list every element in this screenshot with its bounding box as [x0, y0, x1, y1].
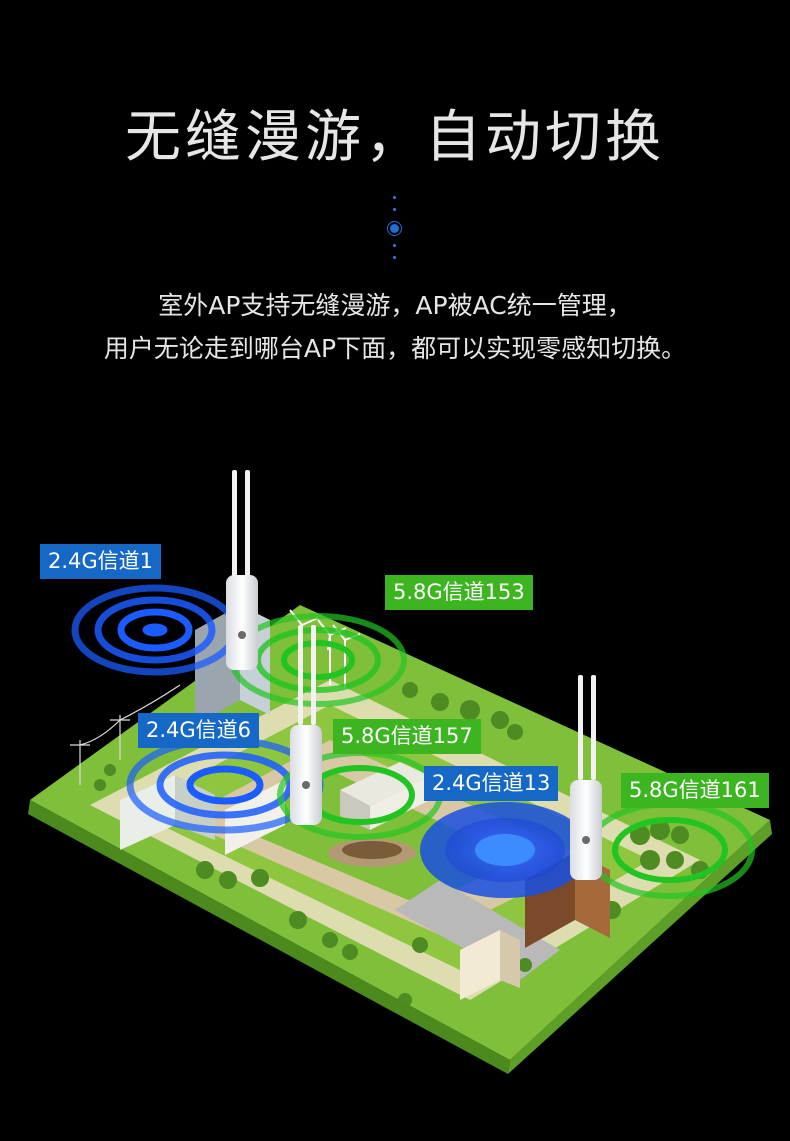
page-title: 无缝漫游，自动切换 [125, 105, 665, 170]
channel-label-ap1-58g: 5.8G信道153 [385, 575, 533, 610]
description-line-2: 用户无论走到哪台AP下面，都可以实现零感知切换。 [103, 334, 687, 363]
antenna-icon [232, 470, 237, 580]
wifi-wave-icon [71, 584, 239, 676]
antenna-icon [245, 470, 250, 580]
tree-icon [94, 682, 709, 1007]
wifi-wave-icon [420, 802, 590, 898]
channel-label-ap1-24g: 2.4G信道1 [40, 544, 162, 579]
power-line [70, 684, 181, 785]
channel-label-ap2-58g: 5.8G信道157 [333, 719, 481, 754]
antenna-icon [578, 675, 583, 780]
antenna-icon [298, 625, 303, 725]
divider-dots [389, 196, 401, 262]
channel-label-ap3-58g: 5.8G信道161 [621, 773, 769, 808]
channel-label-ap3-24g: 2.4G信道13 [424, 766, 559, 801]
outdoor-ap-icon [226, 470, 258, 670]
outdoor-ap-icon [290, 625, 322, 825]
antenna-icon [311, 625, 316, 725]
antenna-icon [591, 675, 596, 780]
description-line-1: 室外AP支持无缝漫游，AP被AC统一管理， [158, 291, 632, 320]
outdoor-ap-icon [570, 675, 602, 880]
campus-illustration: 2.4G信道1 5.8G信道153 2.4G信道6 5.8G信道157 2.4G… [0, 440, 790, 1137]
channel-label-ap2-24g: 2.4G信道6 [138, 713, 260, 748]
